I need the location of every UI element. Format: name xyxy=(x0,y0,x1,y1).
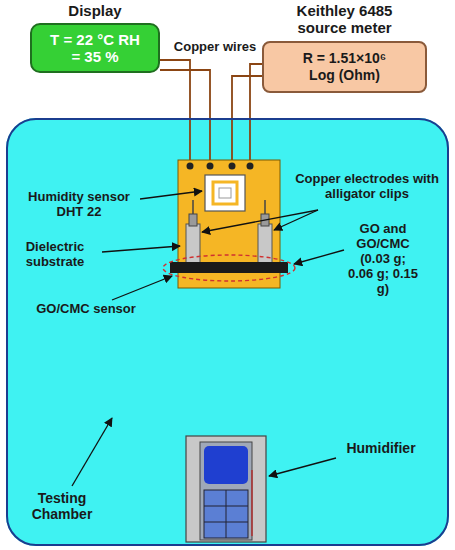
substrate-label: Dielectric substrate xyxy=(10,240,100,270)
board-pad xyxy=(207,163,214,170)
humidity-sensor-core xyxy=(219,188,231,198)
clip-wire xyxy=(264,200,266,214)
humidity-sensor xyxy=(205,175,245,211)
panel-reading: T = 22 °C RH = 35 % xyxy=(49,31,141,66)
humidifier-label: Humidifier xyxy=(336,440,426,456)
source-meter-panel: Keithley 6485 source meter R = 1.51×10⁶ L… xyxy=(262,2,427,93)
sensor-label: Humidity sensor DHT 22 xyxy=(20,190,138,220)
humidifier-inner xyxy=(200,442,252,540)
panel-heading: Keithley 6485 source meter xyxy=(275,2,415,37)
wire-label: Copper wires xyxy=(166,40,264,55)
display-panel: Display T = 22 °C RH = 35 % xyxy=(30,2,160,73)
humidifier-frame xyxy=(186,436,266,542)
chamber-label: Testing Chamber xyxy=(22,490,102,522)
go-cmc-strip xyxy=(170,262,288,273)
clip-wire xyxy=(192,200,194,214)
alligator-clip xyxy=(189,214,197,226)
humidity-sensor-inner xyxy=(213,182,237,204)
chamber-fill xyxy=(6,118,449,546)
humidifier-wire xyxy=(251,470,252,536)
humidifier-base-line xyxy=(226,490,227,538)
sensor-name-label: GO/CMC sensor xyxy=(36,302,136,317)
electrode-label: Copper electrodes with alligator clips xyxy=(292,172,442,202)
panel-box: R = 1.51×10⁶ Log (Ohm) xyxy=(262,41,427,93)
leader-arrows xyxy=(72,191,344,486)
copper-wires xyxy=(160,60,266,166)
humidifier-tank xyxy=(204,446,248,484)
board-pad xyxy=(247,163,254,170)
copper-electrode xyxy=(186,224,200,264)
sample-label: GO and GO/CMC (0.03 g; 0.06 g; 0.15 g) xyxy=(346,222,420,297)
board-pad xyxy=(187,163,194,170)
panel-reading: R = 1.51×10⁶ Log (Ohm) xyxy=(289,50,401,82)
panel-heading: Display xyxy=(30,2,160,19)
board-pad xyxy=(229,163,236,170)
sample-outline xyxy=(163,255,295,281)
humidifier-base xyxy=(204,490,248,538)
panel-box: T = 22 °C RH = 35 % xyxy=(30,23,160,73)
